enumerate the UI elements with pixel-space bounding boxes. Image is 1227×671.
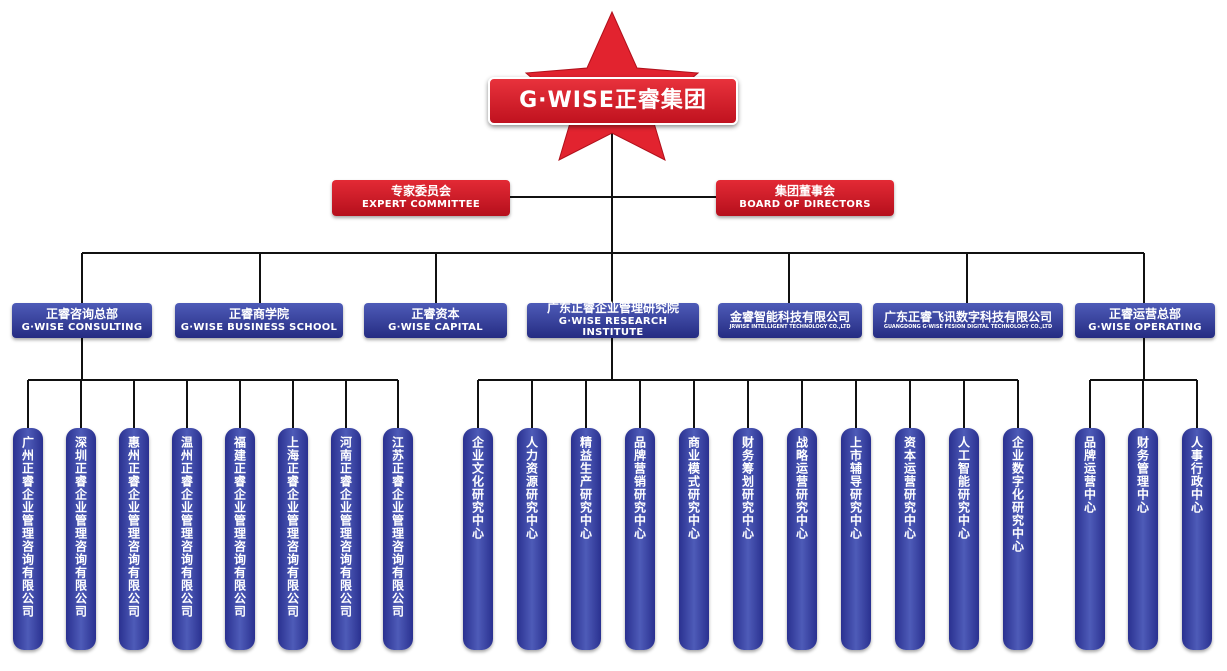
division-label-zh: 正睿资本 (411, 306, 460, 321)
unit-label: 惠州正睿企业管理咨询有限公司 (126, 436, 141, 618)
board-of-directors-box: 集团董事会 BOARD OF DIRECTORS (716, 180, 894, 216)
division-operating: 正睿运营总部 G·WISE OPERATING (1075, 303, 1215, 338)
consulting-unit: 惠州正睿企业管理咨询有限公司 (119, 428, 149, 650)
unit-label: 福建正睿企业管理咨询有限公司 (232, 436, 247, 618)
consulting-unit: 河南正睿企业管理咨询有限公司 (331, 428, 361, 650)
operating-unit: 财务管理中心 (1128, 428, 1158, 650)
research-unit: 企业文化研究中心 (463, 428, 493, 650)
consulting-unit: 广州正睿企业管理咨询有限公司 (13, 428, 43, 650)
division-fesion: 广东正睿飞讯数字科技有限公司 GUANGDONG G·WISE FESION D… (873, 303, 1063, 338)
operating-unit: 人事行政中心 (1182, 428, 1212, 650)
consulting-unit: 深圳正睿企业管理咨询有限公司 (66, 428, 96, 650)
division-label-en: G·WISE CAPITAL (388, 321, 483, 333)
research-unit: 品牌营销研究中心 (625, 428, 655, 650)
research-unit: 战略运营研究中心 (787, 428, 817, 650)
expert-committee-box: 专家委员会 EXPERT COMMITTEE (332, 180, 510, 216)
division-label-zh: 正睿咨询总部 (45, 306, 118, 321)
division-label-en: JRWISE INTELLIGENT TECHNOLOGY CO.,LTD (729, 323, 851, 330)
unit-label: 温州正睿企业管理咨询有限公司 (179, 436, 194, 618)
unit-label: 企业文化研究中心 (470, 436, 485, 540)
consulting-unit: 江苏正睿企业管理咨询有限公司 (383, 428, 413, 650)
unit-label: 河南正睿企业管理咨询有限公司 (338, 436, 353, 618)
consulting-unit: 福建正睿企业管理咨询有限公司 (225, 428, 255, 650)
research-unit: 人力资源研究中心 (517, 428, 547, 650)
unit-label: 资本运营研究中心 (902, 436, 917, 540)
research-unit: 上市辅导研究中心 (841, 428, 871, 650)
division-business-school: 正睿商学院 G·WISE BUSINESS SCHOOL (175, 303, 343, 338)
division-consulting: 正睿咨询总部 G·WISE CONSULTING (12, 303, 152, 338)
research-unit: 资本运营研究中心 (895, 428, 925, 650)
unit-label: 江苏正睿企业管理咨询有限公司 (390, 436, 405, 618)
unit-label: 深圳正睿企业管理咨询有限公司 (73, 436, 88, 618)
division-label-zh: 正睿运营总部 (1108, 306, 1181, 321)
unit-label: 上海正睿企业管理咨询有限公司 (285, 436, 300, 618)
division-jrwise: 金睿智能科技有限公司 JRWISE INTELLIGENT TECHNOLOGY… (718, 303, 862, 338)
unit-label: 人工智能研究中心 (956, 436, 971, 540)
unit-label: 财务管理中心 (1135, 436, 1150, 514)
unit-label: 商业模式研究中心 (686, 436, 701, 540)
research-unit: 财务筹划研究中心 (733, 428, 763, 650)
expert-committee-zh: 专家委员会 (390, 184, 451, 199)
unit-label: 精益生产研究中心 (578, 436, 593, 540)
board-of-directors-en: BOARD OF DIRECTORS (739, 199, 871, 211)
unit-label: 上市辅导研究中心 (848, 436, 863, 540)
division-label-zh: 正睿商学院 (228, 306, 289, 321)
research-unit: 人工智能研究中心 (949, 428, 979, 650)
unit-label: 广州正睿企业管理咨询有限公司 (20, 436, 35, 618)
operating-unit: 品牌运营中心 (1075, 428, 1105, 650)
research-unit: 精益生产研究中心 (571, 428, 601, 650)
division-label-en: GUANGDONG G·WISE FESION DIGITAL TECHNOLO… (883, 323, 1053, 330)
division-label-zh: 广东正睿飞讯数字科技有限公司 (883, 309, 1052, 324)
unit-label: 人力资源研究中心 (524, 436, 539, 540)
unit-label: 品牌运营中心 (1082, 436, 1097, 514)
expert-committee-en: EXPERT COMMITTEE (361, 199, 481, 211)
division-label-en: G·WISE CONSULTING (21, 321, 143, 333)
unit-label: 战略运营研究中心 (794, 436, 809, 540)
unit-label: 品牌营销研究中心 (632, 436, 647, 540)
research-unit: 商业模式研究中心 (679, 428, 709, 650)
division-research-institute: 广东正睿企业管理研究院 G·WISE RESEARCH INSTITUTE (527, 301, 699, 339)
division-label-en: G·WISE OPERATING (1088, 321, 1202, 333)
division-label-zh: 金睿智能科技有限公司 (729, 309, 850, 324)
consulting-unit: 上海正睿企业管理咨询有限公司 (278, 428, 308, 650)
group-title-box: G·WISE正睿集团 (488, 77, 738, 125)
unit-label: 企业数字化研究中心 (1010, 436, 1025, 553)
consulting-unit: 温州正睿企业管理咨询有限公司 (172, 428, 202, 650)
division-label-en: G·WISE BUSINESS SCHOOL (180, 321, 338, 333)
division-capital: 正睿资本 G·WISE CAPITAL (364, 303, 507, 338)
research-unit: 企业数字化研究中心 (1003, 428, 1033, 650)
division-label-zh: 广东正睿企业管理研究院 (546, 301, 679, 316)
unit-label: 财务筹划研究中心 (740, 436, 755, 540)
group-title: G·WISE正睿集团 (519, 88, 707, 114)
division-label-en: G·WISE RESEARCH INSTITUTE (558, 315, 668, 339)
board-of-directors-zh: 集团董事会 (774, 184, 835, 199)
unit-label: 人事行政中心 (1189, 436, 1204, 514)
